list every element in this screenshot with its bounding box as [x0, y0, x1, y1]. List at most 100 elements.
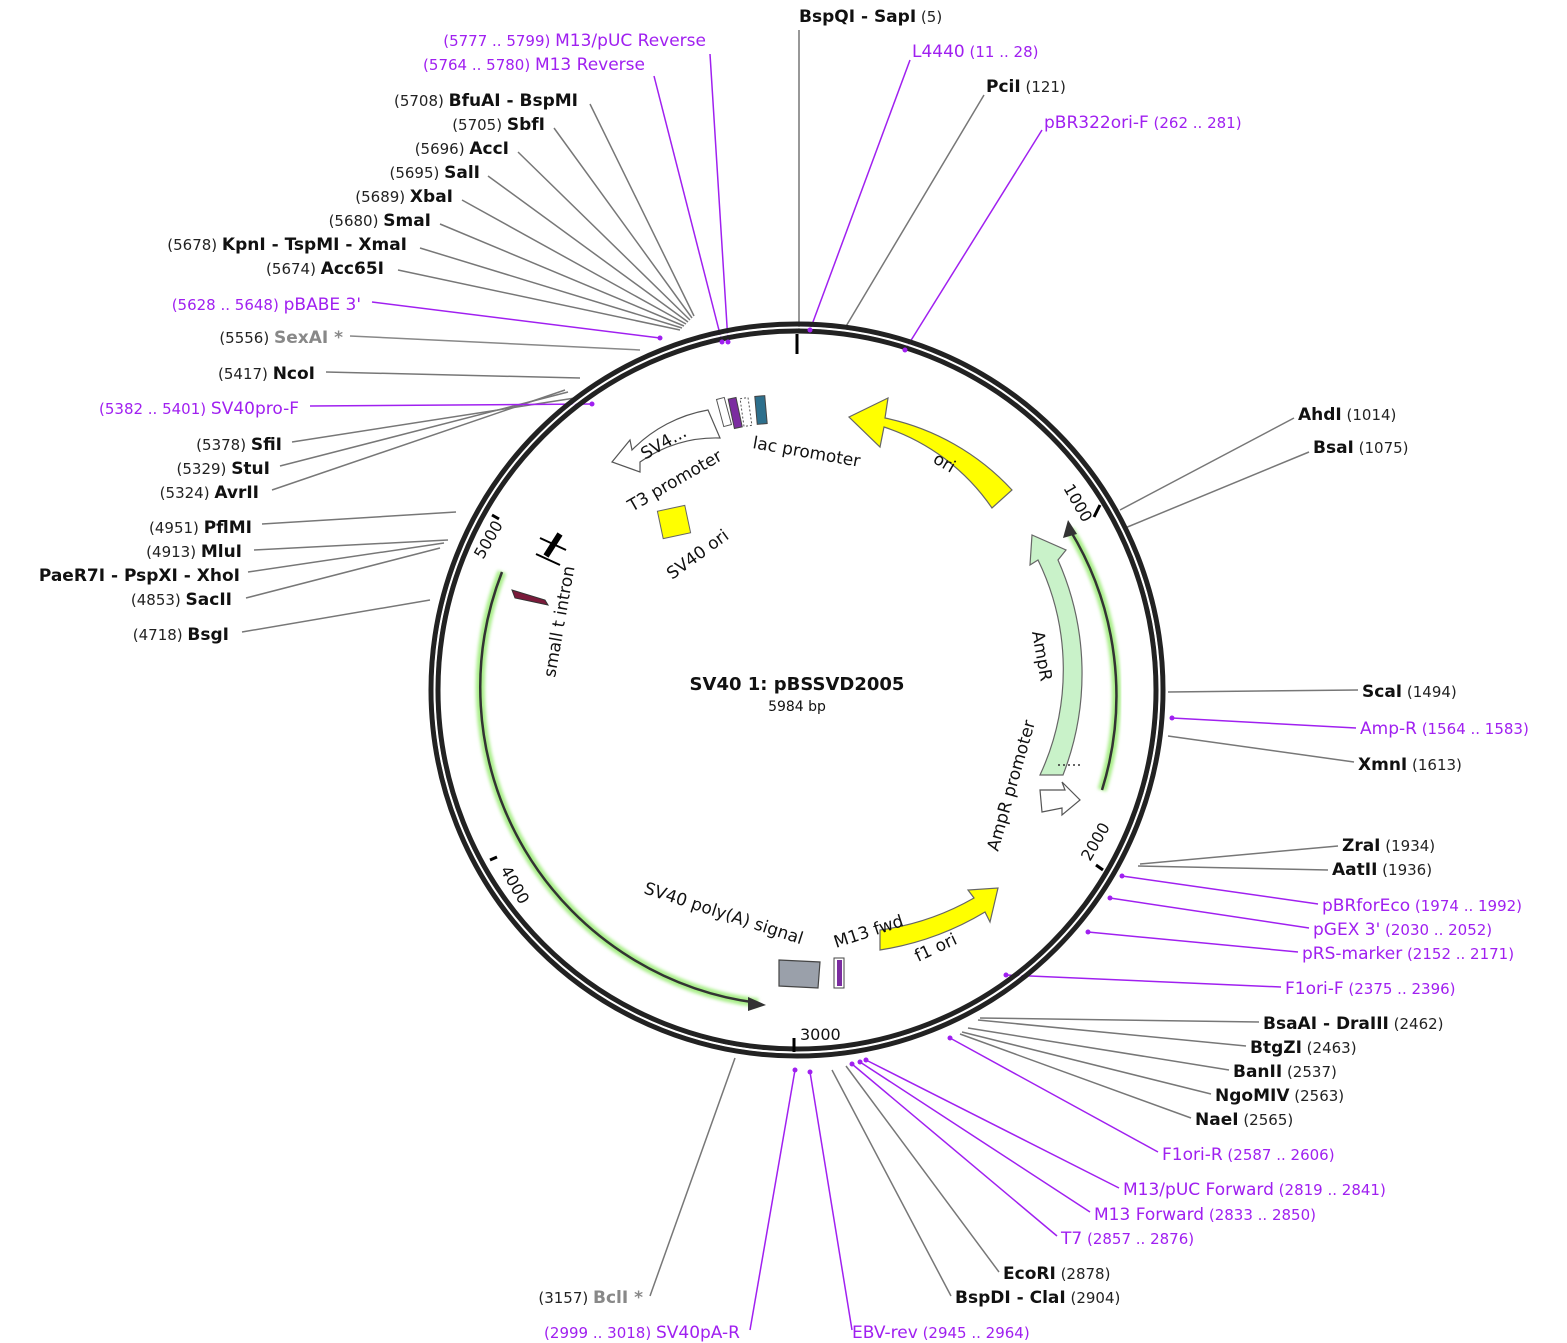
tick-label-2000: 2000 [1077, 819, 1114, 864]
site-label-part: (2857 .. 2876) [1082, 1230, 1194, 1248]
site-label-sv40prof: (5382 .. 5401) SV40pro-F [99, 399, 299, 419]
leader-line-pbabe3 [371, 301, 661, 339]
sv40-promoter-arrow [610, 409, 721, 473]
site-label-bfuai: (5708) BfuAI - BspMI [394, 91, 578, 111]
site-label-xbai: (5689) XbaI [355, 187, 453, 207]
site-label-part: - [501, 91, 520, 111]
leader-line-btgzi [977, 1019, 1247, 1047]
site-label-part: (1014) [1342, 406, 1397, 424]
site-label-part: SV40pA-R [656, 1323, 740, 1343]
site-label-part: KpnI [222, 235, 266, 255]
site-label-part: Amp-R [1360, 719, 1417, 739]
primer-cluster-mark [727, 396, 743, 430]
site-label-part: (2537) [1282, 1063, 1337, 1081]
site-label-sexai: (5556) SexAI * [219, 328, 343, 348]
site-label-part: AvrII [214, 483, 259, 503]
site-label-ebvrev: EBV-rev (2945 .. 2964) [852, 1323, 1030, 1343]
feature-marks-on-backbone [589, 327, 1175, 1075]
site-label-ahdi: AhdI (1014) [1298, 405, 1396, 425]
site-label-part: (2152 .. 2171) [1402, 945, 1514, 963]
leader-line-m13rev [653, 75, 723, 343]
primer-site-mark-ampr_primer [1169, 715, 1175, 721]
tick-2000 [1095, 863, 1104, 872]
site-label-part: SalI [444, 163, 480, 183]
leader-line-naei [959, 1033, 1192, 1119]
site-label-part: pBR322ori-F [1044, 113, 1149, 133]
primer-site-mark-m13rev [719, 339, 725, 345]
site-label-part: (5329) [177, 460, 232, 478]
leader-line-bsai [1124, 451, 1310, 529]
leader-line-ahdi [1119, 417, 1295, 511]
site-label-part: (5695) [389, 164, 444, 182]
site-label-bcli: (3157) BclI * [538, 1288, 643, 1308]
label-leader-lines [241, 30, 1359, 1331]
site-label-part: (2819 .. 2841) [1274, 1181, 1386, 1199]
site-label-part: - [339, 235, 358, 255]
site-label-bsai: BsaI (1075) [1313, 438, 1409, 458]
site-label-part: (5556) [219, 329, 274, 347]
site-label-part: (4951) [149, 519, 204, 537]
leader-line-acci [517, 151, 691, 321]
lac-promoter-label: lac promoter [751, 433, 862, 472]
leader-line-pbrforeco [1121, 875, 1319, 905]
leader-line-mlui [253, 539, 449, 551]
site-label-part: SmaI [383, 211, 431, 231]
site-label-part: (2833 .. 2850) [1204, 1206, 1316, 1224]
site-label-ecori: EcoRI (2878) [1003, 1264, 1110, 1284]
site-label-prsmarker: pRS-marker (2152 .. 2171) [1302, 944, 1514, 964]
site-label-part: PspXI [124, 566, 178, 586]
site-label-f1orir: F1ori-R (2587 .. 2606) [1162, 1145, 1335, 1165]
leader-line-scai [1167, 689, 1359, 693]
primer-site-mark-m13pucf [863, 1057, 869, 1063]
site-label-part: XhoI [197, 566, 240, 586]
site-label-zrai: ZraI (1934) [1342, 836, 1435, 856]
site-label-part: (2587 .. 2606) [1223, 1146, 1335, 1164]
site-label-part: XmaI [358, 235, 407, 255]
site-label-pcii: PciI (121) [986, 77, 1066, 97]
site-label-bspqi: BspQI - SapI (5) [799, 7, 942, 27]
site-label-part: - [178, 566, 197, 586]
site-label-part: (4913) [146, 543, 201, 561]
site-label-part: AccI [469, 139, 509, 159]
site-label-part: (5628 .. 5648) [172, 296, 284, 314]
site-label-part: (1564 .. 1583) [1417, 720, 1529, 738]
site-label-part: BsaI [1313, 438, 1354, 458]
tick-4000 [489, 855, 498, 862]
site-label-acc65i: (5674) Acc65I [266, 259, 384, 279]
site-label-f1orif: F1ori-F (2375 .. 2396) [1285, 979, 1456, 999]
leader-line-ecori [845, 1065, 1000, 1273]
site-label-part: BspMI [520, 91, 579, 111]
site-label-part: (5705) [452, 116, 507, 134]
primer-site-mark-pbabe3 [657, 335, 663, 341]
site-label-l4440: L4440 (11 .. 28) [912, 42, 1038, 62]
leader-line-ncoi [325, 371, 581, 379]
site-label-smai: (5680) SmaI [329, 211, 431, 231]
leader-line-m13pucf [865, 1059, 1120, 1189]
site-label-part: BtgZI [1250, 1038, 1302, 1058]
feature-shapes [511, 395, 1083, 989]
site-label-part: ClaI [1030, 1288, 1066, 1308]
orf-arrowhead [1063, 520, 1077, 538]
site-label-naei: NaeI (2565) [1195, 1110, 1293, 1130]
leader-line-ngomiv [961, 1031, 1212, 1095]
site-label-sv40par: (2999 .. 3018) SV40pA-R [544, 1323, 740, 1343]
site-label-pbabe3: (5628 .. 5648) pBABE 3' [172, 295, 361, 315]
site-label-part: Acc65I [321, 259, 384, 279]
site-label-part: StuI [231, 459, 270, 479]
site-label-part: (2945 .. 2964) [918, 1324, 1030, 1342]
site-label-sfii: (5378) SfiI [196, 435, 282, 455]
primer-site-mark-t7 [849, 1061, 855, 1067]
leader-line-xmni [1167, 735, 1355, 763]
site-label-part: ScaI [1362, 682, 1402, 702]
site-label-part: (5777 .. 5799) [443, 32, 555, 50]
leader-line-ampr_primer [1171, 717, 1357, 729]
leader-line-f1orif [1005, 974, 1282, 988]
site-label-part: (1613) [1407, 756, 1462, 774]
site-label-m13f: M13 Forward (2833 .. 2850) [1094, 1205, 1316, 1225]
primer-site-mark-l4440 [807, 327, 813, 333]
m13-fwd-fill [837, 960, 842, 986]
site-label-sali: (5695) SalI [389, 163, 480, 183]
tick-1000 [1092, 504, 1102, 518]
leader-line-pbr322 [904, 129, 1043, 351]
leader-line-ebvrev [809, 1071, 853, 1331]
